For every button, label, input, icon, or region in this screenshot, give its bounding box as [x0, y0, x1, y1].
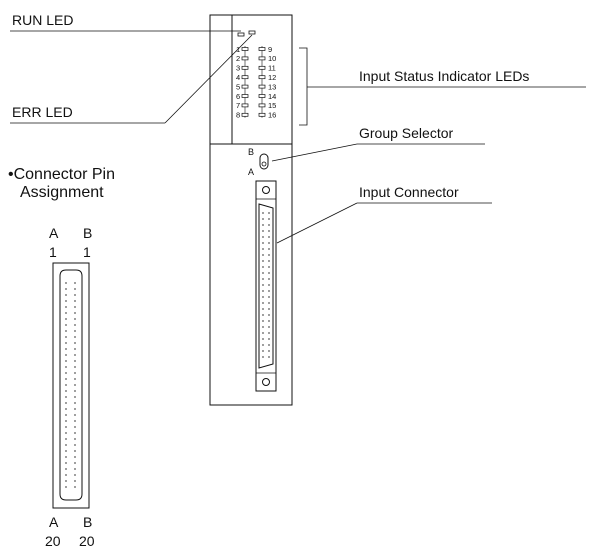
- input-led-left: [241, 112, 249, 117]
- pin-assignment-title-line2: Assignment: [20, 184, 104, 201]
- led-number-left: 7: [236, 101, 240, 110]
- pin-num-b-top: 1: [83, 244, 91, 260]
- pin-num-a-top: 1: [49, 244, 57, 260]
- led-number-right: 10: [268, 54, 276, 63]
- run-led: [237, 32, 245, 37]
- led-number-right: 15: [268, 101, 276, 110]
- group-selector-switch[interactable]: [259, 153, 269, 170]
- led-group-bracket: [299, 47, 308, 126]
- input-led-right: [258, 112, 266, 117]
- err-led-leader-d: [164, 34, 253, 124]
- input-led-right: [258, 84, 266, 89]
- input-connector-shell: [258, 203, 274, 369]
- connector-screw-top: [262, 186, 270, 194]
- led-number-right: 14: [268, 92, 276, 101]
- input-led-left: [241, 75, 249, 80]
- err-led-label: ERR LED: [12, 104, 73, 120]
- input-connector-frame: [255, 180, 277, 392]
- input-led-left: [241, 94, 249, 98]
- selector-label-a: A: [248, 167, 254, 177]
- led-number-right: 16: [268, 111, 276, 120]
- err-led: [248, 30, 256, 35]
- input-led-left: [241, 47, 249, 51]
- input-connector-leader-d: [276, 202, 358, 244]
- group-selector-label: Group Selector: [359, 125, 453, 141]
- input-status-label: Input Status Indicator LEDs: [359, 68, 529, 84]
- input-led-right: [258, 47, 266, 51]
- input-led-left: [241, 84, 249, 89]
- led-number-left: 2: [236, 54, 240, 63]
- led-number-right: 12: [268, 73, 276, 82]
- selector-label-b: B: [248, 147, 254, 157]
- module-body: [209, 14, 293, 406]
- input-led-left: [241, 65, 249, 70]
- input-led-left: [241, 56, 249, 61]
- pin-num-a-bottom: 20: [45, 533, 61, 549]
- pin-num-b-bottom: 20: [79, 533, 95, 549]
- pin-col-a-bottom: A: [49, 514, 59, 530]
- input-led-right: [258, 75, 266, 80]
- led-number-left: 5: [236, 82, 240, 91]
- pin-col-b-top: B: [83, 225, 92, 241]
- led-number-left: 3: [236, 64, 240, 73]
- input-led-right: [258, 65, 266, 70]
- input-led-right: [258, 56, 266, 61]
- group-selector-leader-d: [271, 143, 358, 162]
- pin-assignment-title-line1: •Connector Pin: [8, 166, 115, 183]
- group-selector-knob: [261, 161, 267, 167]
- led-number-right: 9: [268, 45, 272, 54]
- input-led-right: [258, 94, 266, 98]
- pin-connector-frame: [52, 262, 90, 509]
- led-number-left: 4: [236, 73, 240, 82]
- led-number-left: 8: [236, 111, 240, 120]
- run-led-label: RUN LED: [12, 12, 73, 28]
- input-led-right: [258, 103, 266, 108]
- pin-connector-shell: [59, 269, 83, 501]
- led-number-right: 13: [268, 82, 276, 91]
- led-number-right: 11: [268, 64, 276, 73]
- led-panel: [231, 14, 293, 145]
- pin-col-a-top: A: [49, 225, 59, 241]
- pin-col-b-bottom: B: [83, 514, 92, 530]
- input-led-left: [241, 103, 249, 108]
- input-connector-label: Input Connector: [359, 184, 459, 200]
- led-number-left: 6: [236, 92, 240, 101]
- connector-screw-bottom: [262, 378, 270, 386]
